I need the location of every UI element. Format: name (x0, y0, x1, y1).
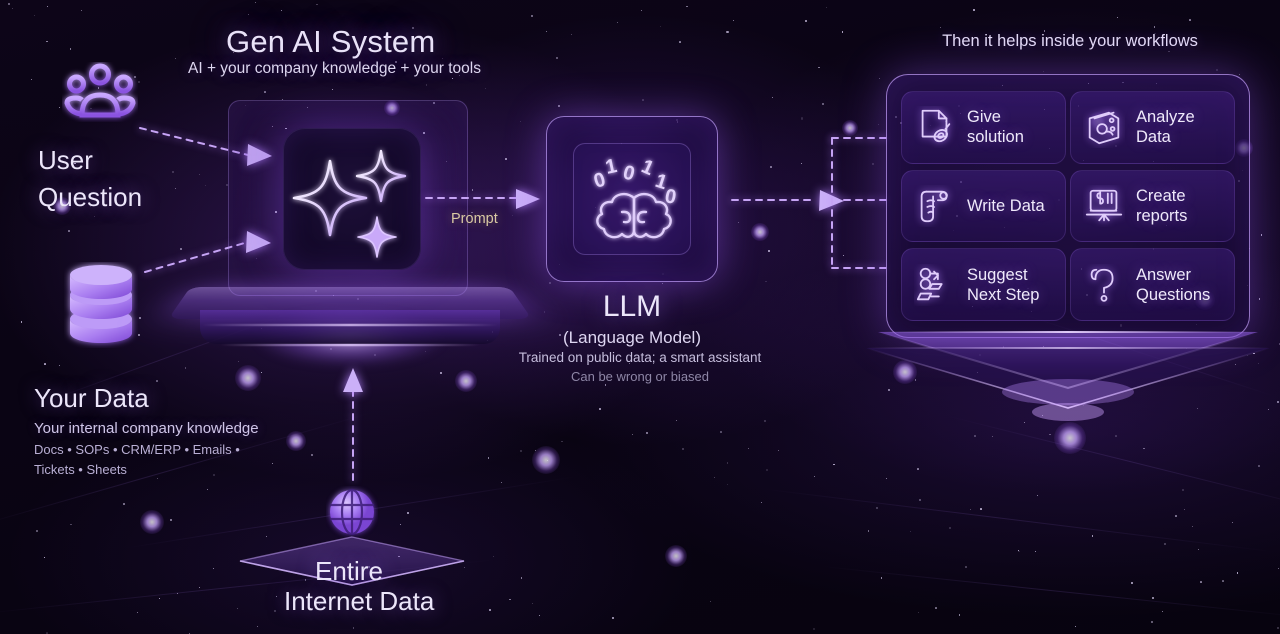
internet-data-pedestal (238, 535, 466, 591)
llm-inner-frame: 0 1 0 1 1 0 (573, 143, 691, 255)
workflows-pedestal (862, 326, 1274, 422)
prompt-connector-arrow (425, 189, 540, 209)
question-mark-icon (1090, 268, 1114, 302)
workflow-card-3[interactable]: Write Data (901, 169, 1066, 243)
internet-data-connector-arrow (343, 368, 363, 481)
workflow-card-label-line2: Data (1136, 128, 1171, 147)
llm-box: 0 1 0 1 1 0 (546, 116, 718, 282)
database-icon (70, 265, 132, 343)
workflow-card-label-line1: Give (967, 108, 1001, 127)
workflow-card-label-line1: Analyze (1136, 108, 1195, 127)
flow-steps-icon (916, 267, 943, 300)
scroll-write-icon (920, 190, 948, 223)
svg-text:0: 0 (663, 185, 678, 209)
workflow-card-label-line2: Questions (1136, 285, 1211, 304)
ai-core-cube (283, 128, 421, 270)
page-subtitle: AI + your company knowledge + your tools (188, 60, 481, 77)
workflow-card-label-line2: solution (967, 128, 1024, 147)
your-data-detail-line1: Docs • SOPs • CRM/ERP • Emails • (34, 442, 240, 457)
ai-core-pedestal (168, 268, 532, 367)
users-group-icon (64, 63, 136, 118)
workflow-card-label-line2: reports (1136, 206, 1188, 225)
internet-data-label-line2: Internet Data (284, 586, 435, 616)
svg-text:1: 1 (603, 155, 618, 179)
workflows-heading: Then it helps inside your workflows (942, 32, 1198, 50)
analyze-chart-icon (1088, 112, 1120, 145)
laptop-report-icon (1085, 189, 1123, 222)
llm-title: LLM (602, 290, 662, 323)
workflow-card-label: Write Data (967, 196, 1045, 216)
ai-sparkles-icon (292, 149, 407, 258)
page-title: Gen AI System (226, 24, 436, 59)
user-question-label-line2: Question (38, 182, 143, 212)
brain-binary-icon: 0 1 0 1 1 0 (591, 155, 678, 239)
workflow-card-label-line1: Create (1136, 186, 1186, 205)
workflow-card-label-line2: Next Step (967, 285, 1040, 304)
internet-data-label-line1: Entire (315, 556, 383, 586)
user-question-label-line1: User (38, 145, 93, 175)
workflow-card-label-line1: Suggest (967, 265, 1028, 284)
your-data-label: Your Data (34, 383, 149, 413)
your-data-description: Your internal company knowledge (34, 420, 259, 437)
your-data-detail-line2: Tickets • Sheets (34, 462, 127, 477)
document-pen-icon (921, 110, 951, 143)
workflow-card-label-line1: Answer (1136, 265, 1192, 284)
prompt-label: Prompt (451, 211, 498, 227)
workflow-card-label-line1: Write Data (967, 196, 1045, 215)
svg-text:0: 0 (621, 162, 637, 186)
globe-icon (330, 488, 374, 536)
llm-description: Trained on public data; a smart assistan… (518, 350, 762, 365)
llm-subtitle: (Language Model) (563, 328, 701, 347)
llm-caveat: Can be wrong or biased (570, 369, 710, 384)
